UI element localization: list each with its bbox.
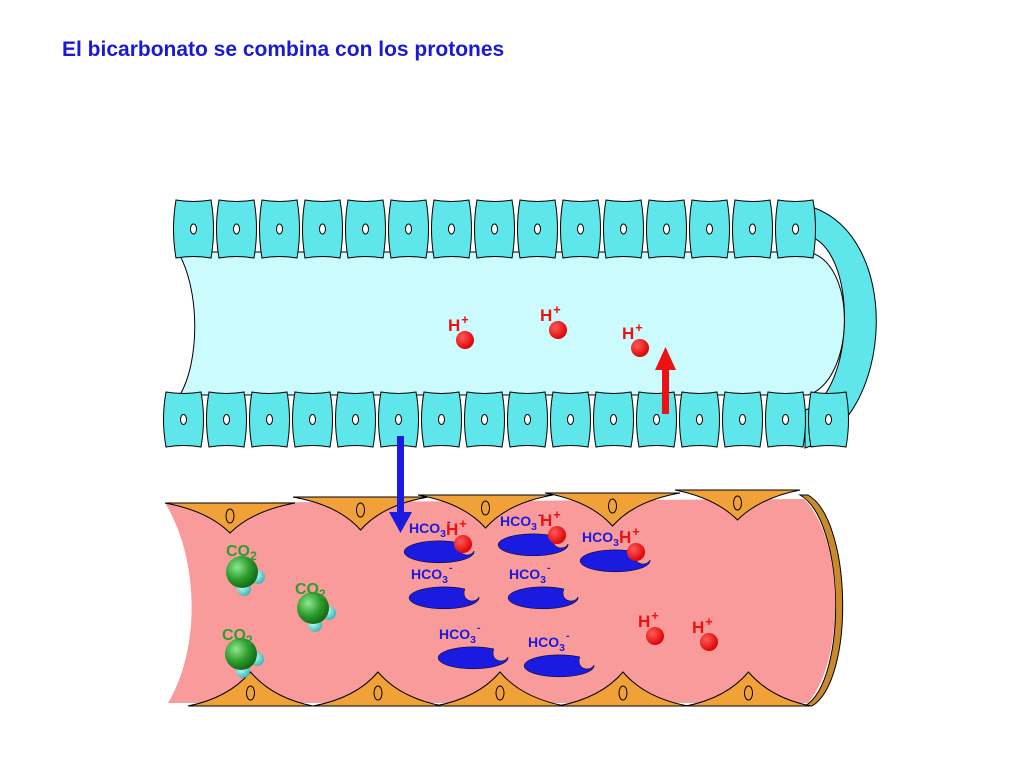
proton-label: H+ <box>619 524 640 547</box>
tubule-cell <box>646 199 687 259</box>
molecules: H+H+H+HCO3-HCO3-HCO3-HCO3-HCO3-HCO3-HCO3… <box>222 302 718 678</box>
bicarbonate-label: HCO3- <box>582 525 624 549</box>
proton-label: H+ <box>692 614 713 637</box>
tubule-cell <box>378 391 419 448</box>
bicarbonate: HCO3- <box>523 630 595 678</box>
co2-molecule: CO2 <box>226 543 265 596</box>
tubule-cell <box>636 391 677 448</box>
tubule-cell <box>808 391 849 448</box>
tubule-cell <box>388 199 429 259</box>
tubule-cell <box>259 199 300 259</box>
tubule-cell <box>163 391 204 448</box>
proton: H+ <box>638 608 664 645</box>
tubule-cell <box>517 199 558 259</box>
proton-label: H+ <box>540 302 561 325</box>
tubule-lumen <box>177 251 845 396</box>
vessel-lumen <box>165 499 836 703</box>
proton: H+ <box>622 320 649 357</box>
endothelial-cell <box>417 494 554 529</box>
bicarbonate-label: HCO3- <box>411 562 453 586</box>
tubule-cell <box>765 391 806 448</box>
tubule-cell <box>507 391 548 448</box>
bicarbonate-label: HCO3- <box>509 562 551 586</box>
tubule-cell <box>345 199 386 259</box>
proton-label: H+ <box>622 320 643 343</box>
endothelial-cell <box>685 671 812 707</box>
endothelial-cell <box>312 671 444 707</box>
tubule-cell <box>421 391 462 448</box>
tubule-cell <box>689 199 730 259</box>
bicarbonate-label: HCO3- <box>528 630 570 654</box>
bicarbonate-reabsorption-arrow <box>389 436 412 533</box>
proton: H+ <box>540 507 566 544</box>
tubule-cell <box>474 199 515 259</box>
tubule-top-cells <box>173 199 816 259</box>
tubule-cell <box>775 199 816 259</box>
tubule-cell <box>722 391 763 448</box>
page-title: El bicarbonato se combina con los proton… <box>62 38 505 61</box>
tubule-cell <box>679 391 720 448</box>
vessel-end-wall <box>798 494 844 707</box>
co2-label: CO2 <box>295 581 326 601</box>
bicarbonate-label: HCO3- <box>500 509 542 533</box>
proton-label: H+ <box>446 516 467 539</box>
tubule <box>163 199 877 449</box>
tubule-cell <box>206 391 247 448</box>
bicarbonate: HCO3- <box>408 562 480 610</box>
tubule-cell <box>335 391 376 448</box>
tubule-bottom-cells <box>163 391 849 448</box>
proton-label: H+ <box>448 312 469 335</box>
tubule-cell <box>603 199 644 259</box>
endothelial-cell <box>292 496 429 531</box>
tubule-cell <box>216 199 257 259</box>
endothelial-cell <box>674 489 801 521</box>
tubule-end-cap <box>804 204 877 449</box>
bicarbonate: HCO3- <box>437 622 509 670</box>
proton-label: H+ <box>540 507 561 530</box>
co2-molecule: CO2 <box>295 581 336 632</box>
proton: H+ <box>448 312 474 349</box>
proton-secretion-arrow <box>655 347 676 414</box>
tubule-cell <box>173 199 214 259</box>
co2-molecule: CO2 <box>222 627 264 678</box>
tubule-cell <box>292 391 333 448</box>
tubule-cell <box>302 199 343 259</box>
endothelial-cell <box>544 492 681 527</box>
tubule-cell <box>732 199 773 259</box>
tubule-cell <box>593 391 634 448</box>
bicarbonate: HCO3- <box>507 562 579 610</box>
blood-vessel <box>164 489 844 707</box>
endothelial-cell <box>557 671 689 707</box>
co2-label: CO2 <box>222 627 253 647</box>
bicarbonate-label: HCO3- <box>409 516 451 540</box>
proton: H+ <box>692 614 718 651</box>
vessel-top-endothelial-cells <box>164 489 801 534</box>
proton: H+ <box>446 516 472 553</box>
endothelial-cell <box>164 502 296 534</box>
co2-label: CO2 <box>226 543 257 563</box>
tubule-cell <box>550 391 591 448</box>
endothelial-cell <box>187 671 314 707</box>
tubule-cell <box>464 391 505 448</box>
tubule-cell <box>560 199 601 259</box>
proton: H+ <box>540 302 567 339</box>
proton-label: H+ <box>638 608 659 631</box>
vessel-bottom-endothelial-cells <box>187 671 812 707</box>
proton: H+ <box>619 524 645 561</box>
tubule-cell <box>249 391 290 448</box>
bicarbonate-label: HCO3- <box>439 622 481 646</box>
endothelial-cell <box>434 671 566 707</box>
tubule-cell <box>431 199 472 259</box>
